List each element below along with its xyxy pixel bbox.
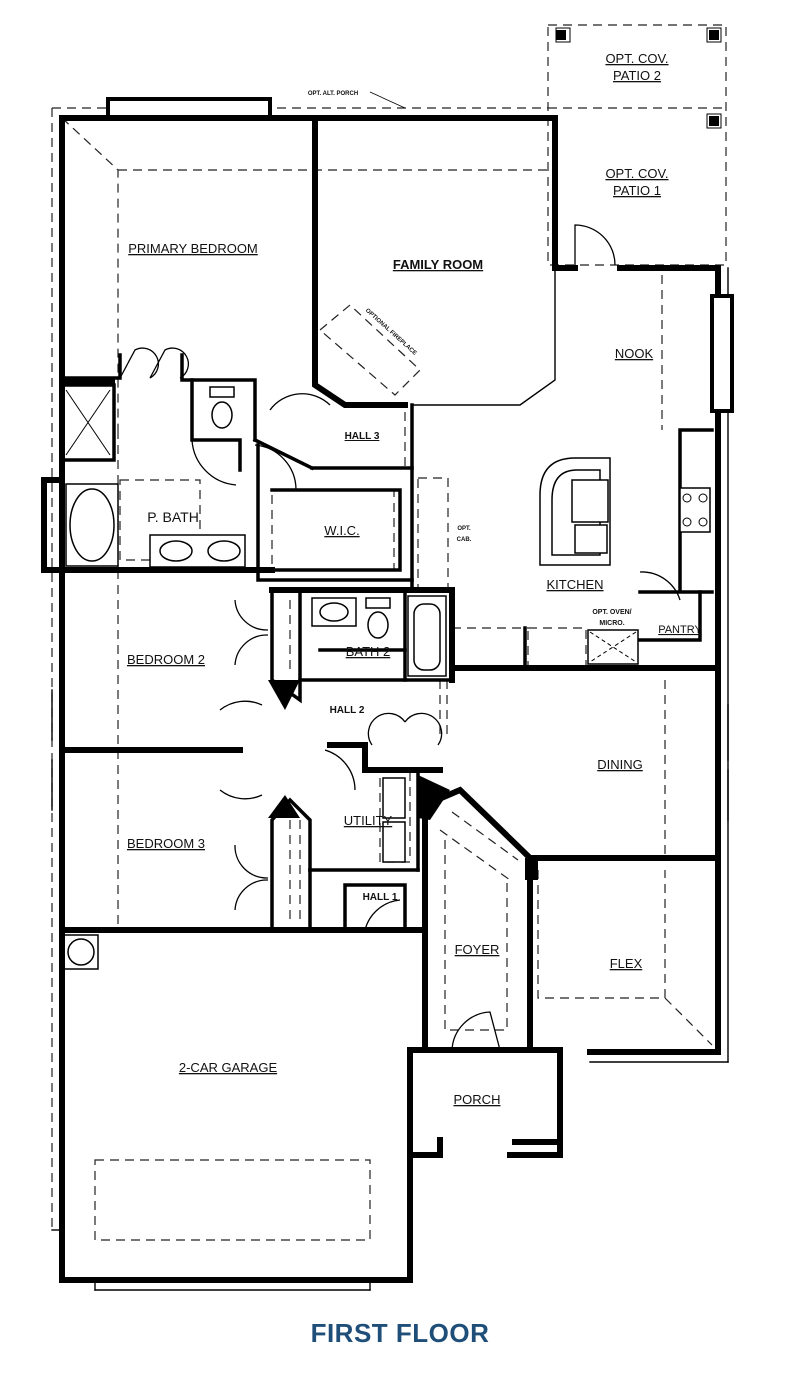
label-flex: FLEX xyxy=(610,956,643,971)
label-foyer: FOYER xyxy=(455,942,500,957)
floor-title: FIRST FLOOR xyxy=(310,1318,490,1348)
label-wic: W.I.C. xyxy=(324,523,359,538)
label-opt-cov-patio-1-line2: PATIO 1 xyxy=(613,183,661,198)
label-p-bath: P. BATH xyxy=(147,509,199,525)
label-hall-3: HALL 3 xyxy=(345,431,380,442)
label-optional-fireplace: OPTIONAL FIREPLACE xyxy=(364,308,417,357)
room-labels: OPT. COV. PATIO 2 OPT. COV. PATIO 1 OPT.… xyxy=(127,51,702,1107)
walls xyxy=(41,27,734,1291)
label-bath-2: BATH 2 xyxy=(346,644,391,659)
label-bedroom-2: BEDROOM 2 xyxy=(127,652,205,667)
label-garage: 2-CAR GARAGE xyxy=(179,1060,278,1075)
label-hall-1: HALL 1 xyxy=(363,892,398,903)
label-nook: NOOK xyxy=(615,346,654,361)
floor-plan-drawing: OPT. COV. PATIO 2 OPT. COV. PATIO 1 OPT.… xyxy=(41,24,734,1291)
label-utility: UTILITY xyxy=(344,813,393,828)
label-family-room: FAMILY ROOM xyxy=(393,257,483,272)
label-opt-cov-patio-1-line1: OPT. COV. xyxy=(605,166,668,181)
doors xyxy=(119,224,681,1051)
fixtures xyxy=(65,386,711,863)
label-opt-cab-line2: CAB. xyxy=(457,537,472,543)
label-opt-cov-patio-2-line1: OPT. COV. xyxy=(605,51,668,66)
label-opt-oven-micro-line1: OPT. OVEN/ xyxy=(592,609,631,616)
label-bedroom-3: BEDROOM 3 xyxy=(127,836,205,851)
label-porch: PORCH xyxy=(454,1092,501,1107)
label-opt-oven-micro-line2: MICRO. xyxy=(599,620,624,627)
label-opt-cov-patio-2-line2: PATIO 2 xyxy=(613,68,661,83)
label-opt-alt-porch: OPT. ALT. PORCH xyxy=(308,91,358,97)
label-pantry: PANTRY xyxy=(658,624,702,636)
label-opt-cab-line1: OPT. xyxy=(457,526,471,532)
label-primary-bedroom: PRIMARY BEDROOM xyxy=(128,241,258,256)
label-hall-2: HALL 2 xyxy=(330,705,365,716)
label-kitchen: KITCHEN xyxy=(546,577,603,592)
label-dining: DINING xyxy=(597,757,643,772)
